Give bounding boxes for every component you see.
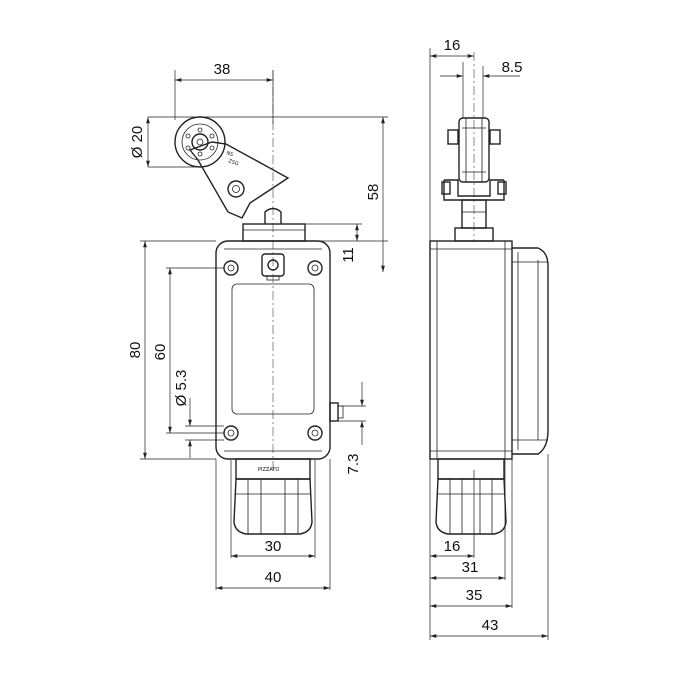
- dim-35: 35: [466, 587, 483, 604]
- dim-16-top: 16: [444, 37, 461, 54]
- dim-80: 80: [127, 342, 144, 359]
- cable-gland: [233, 478, 313, 535]
- dim-40: 40: [265, 569, 282, 586]
- side-cover: [512, 247, 549, 455]
- dim-30: 30: [265, 538, 282, 555]
- dim-8-5: 8.5: [502, 59, 523, 76]
- dim-60: 60: [152, 344, 169, 361]
- svg-text:ZSG: ZSG: [227, 158, 239, 167]
- roller: [174, 116, 226, 168]
- dim-11: 11: [340, 247, 357, 263]
- lever-marking: NS ZSG: [225, 150, 239, 167]
- lever-arm: [188, 141, 290, 219]
- dim-dia-5-3: Ø 5.3: [173, 370, 190, 407]
- dim-31: 31: [462, 559, 479, 576]
- side-view: 16 8.5 16 31 35 43: [429, 37, 549, 640]
- dim-7-3: 7.3: [345, 454, 362, 475]
- dim-dia-20: Ø 20: [129, 126, 146, 159]
- side-roller: [458, 117, 490, 183]
- front-view: NS ZSG PIZZATO: [127, 61, 388, 590]
- dim-38: 38: [214, 61, 231, 78]
- brand-mark: PIZZATO: [258, 467, 279, 473]
- side-body: [429, 240, 513, 460]
- svg-text:NS: NS: [225, 150, 234, 158]
- dim-43: 43: [482, 617, 499, 634]
- dim-16-bottom: 16: [444, 538, 461, 555]
- dim-58: 58: [365, 184, 382, 201]
